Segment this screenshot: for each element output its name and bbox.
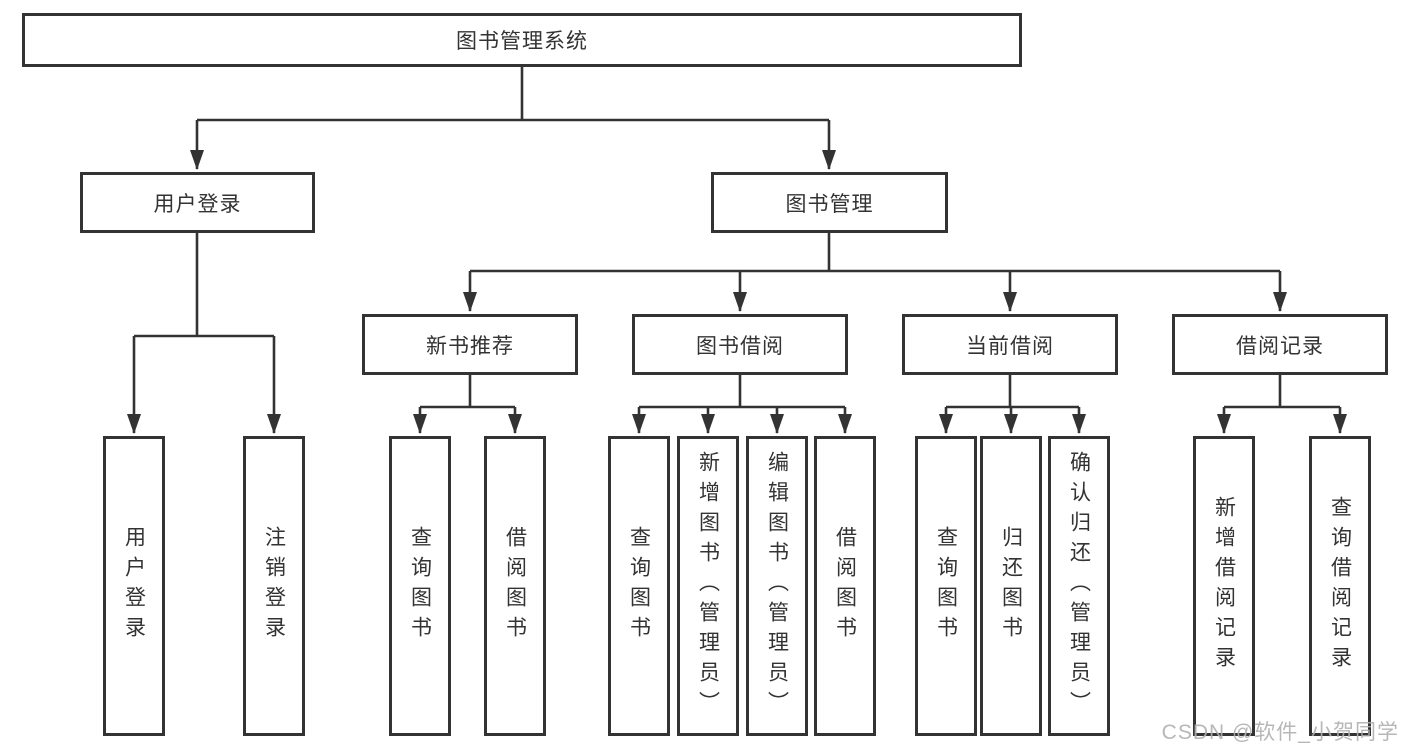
edges-borrow-records: [1217, 375, 1347, 434]
leaf-label: 编辑图书（管理员）: [765, 451, 789, 721]
node-borrow-records: 借阅记录: [1172, 314, 1388, 375]
edges-new-book-recommend: [413, 375, 522, 434]
leaf-label: 确认归还（管理员）: [1067, 451, 1091, 721]
node-user-login: 用户登录: [80, 172, 315, 233]
node-book-management: 图书管理: [711, 172, 948, 233]
leaf-borrow-books: 借阅图书: [814, 436, 876, 736]
edges-root: [190, 67, 836, 170]
node-current-borrow: 当前借阅: [902, 314, 1118, 375]
leaf-add-books-admin: 新增图书（管理员）: [677, 436, 739, 736]
leaf-query-books-recommend: 查询图书: [389, 436, 451, 736]
leaf-label: 借阅图书: [503, 526, 527, 646]
leaf-label: 查询借阅记录: [1328, 496, 1352, 676]
leaf-logout: 注销登录: [243, 436, 305, 736]
leaf-label: 借阅图书: [833, 526, 857, 646]
leaf-add-borrow-record: 新增借阅记录: [1193, 436, 1255, 736]
node-book-borrow: 图书借阅: [632, 314, 848, 375]
edges-book-borrow: [632, 375, 852, 434]
edges-book-management: [463, 233, 1287, 312]
leaf-user-login: 用户登录: [103, 436, 165, 736]
leaf-label: 查询图书: [627, 526, 651, 646]
leaf-label: 归还图书: [999, 526, 1023, 646]
node-root: 图书管理系统: [22, 13, 1022, 67]
node-new-book-recommend: 新书推荐: [362, 314, 578, 375]
leaf-confirm-return-admin: 确认归还（管理员）: [1048, 436, 1110, 736]
edges-current-borrow: [939, 375, 1086, 434]
leaf-label: 新增图书（管理员）: [696, 451, 720, 721]
leaf-label: 用户登录: [122, 526, 146, 646]
leaf-label: 查询图书: [408, 526, 432, 646]
watermark: CSDN @软件_小贺同学: [1161, 721, 1399, 744]
leaf-query-books-current: 查询图书: [915, 436, 977, 736]
leaf-edit-books-admin: 编辑图书（管理员）: [746, 436, 808, 736]
leaf-borrow-books-recommend: 借阅图书: [484, 436, 546, 736]
leaf-return-books: 归还图书: [980, 436, 1042, 736]
leaf-query-borrow-record: 查询借阅记录: [1309, 436, 1371, 736]
leaf-label: 新增借阅记录: [1212, 496, 1236, 676]
leaf-label: 注销登录: [262, 526, 286, 646]
edges-user-login: [127, 233, 281, 434]
leaf-query-books-borrow: 查询图书: [608, 436, 670, 736]
leaf-label: 查询图书: [934, 526, 958, 646]
